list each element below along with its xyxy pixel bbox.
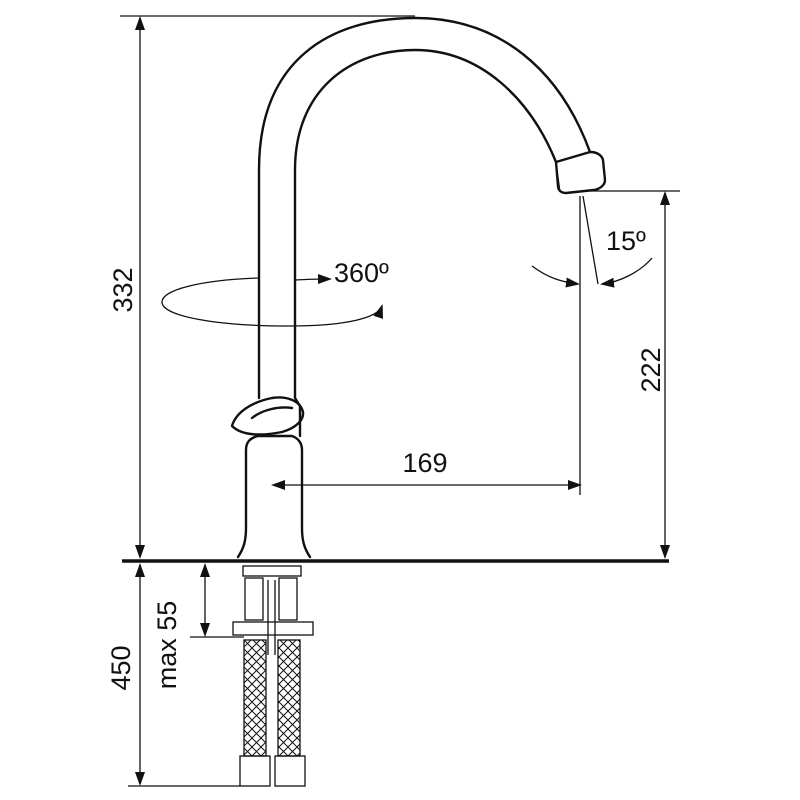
aerator-tilt-indicator: 15º — [531, 195, 653, 288]
dimension-total-height: 332 — [108, 15, 415, 559]
tilt-angle-label: 15º — [606, 226, 646, 256]
dimension-hose-length: 450 — [106, 563, 240, 787]
dimension-outlet-height: 222 — [590, 190, 680, 559]
dimension-max-thread: max 55 — [152, 563, 244, 690]
reach-label: 169 — [402, 448, 447, 478]
dimension-reach: 169 — [271, 196, 582, 495]
max-thread-label: max 55 — [152, 601, 182, 690]
hose-length-label: 450 — [106, 645, 136, 690]
swivel-indicator: 360º — [161, 258, 389, 327]
total-height-label: 332 — [108, 267, 138, 312]
swivel-angle-label: 360º — [334, 258, 389, 288]
faucet-body — [230, 16, 607, 559]
outlet-height-label: 222 — [636, 347, 666, 392]
supply-hoses — [232, 565, 314, 787]
